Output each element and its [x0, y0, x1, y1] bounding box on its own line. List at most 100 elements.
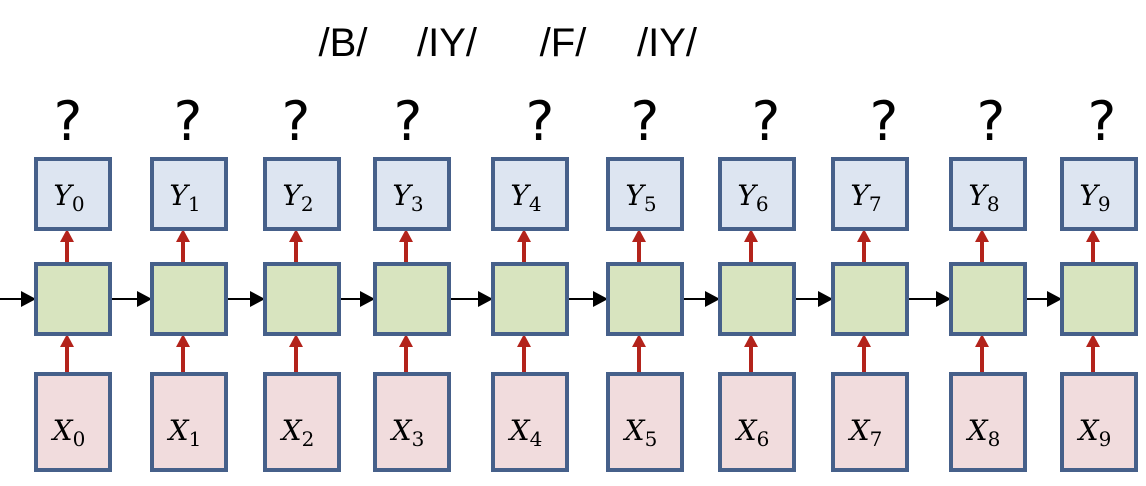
input-label: X9 — [1077, 414, 1112, 451]
phoneme-label: /F/ — [540, 21, 588, 65]
unknown-output-mark: ? — [977, 90, 1006, 153]
input-arrowhead — [399, 334, 413, 347]
hidden-box — [491, 262, 569, 336]
output-node: Y5 — [606, 157, 684, 231]
phoneme-label: /B/ — [319, 21, 369, 65]
output-box — [373, 157, 451, 231]
unknown-output-mark: ? — [631, 90, 660, 153]
output-arrowhead — [517, 229, 531, 242]
output-arrowhead — [744, 229, 758, 242]
input-arrowhead — [176, 334, 190, 347]
input-node: X0 — [34, 372, 112, 472]
unknown-output-mark: ? — [1088, 90, 1117, 153]
recurrent-arrowhead — [360, 291, 375, 307]
output-label: Y9 — [1079, 179, 1110, 216]
hidden-node — [718, 262, 796, 336]
output-label: Y0 — [53, 179, 84, 216]
input-arrowhead — [632, 334, 646, 347]
output-label: Y6 — [737, 179, 768, 216]
output-node: Y7 — [831, 157, 909, 231]
output-label: Y4 — [510, 179, 541, 216]
input-box — [949, 372, 1027, 472]
input-label: X1 — [167, 414, 202, 451]
output-arrowhead — [632, 229, 646, 242]
output-node: Y9 — [1060, 157, 1138, 231]
recurrent-arrowhead — [1047, 291, 1062, 307]
input-arrowhead — [289, 334, 303, 347]
hidden-box — [1060, 262, 1138, 336]
recurrent-arrowhead — [818, 291, 833, 307]
hidden-box — [150, 262, 228, 336]
output-node: Y0 — [34, 157, 112, 231]
unknown-output-mark: ? — [282, 90, 311, 153]
hidden-box — [718, 262, 796, 336]
input-node: X6 — [718, 372, 796, 472]
input-arrowhead — [1086, 334, 1100, 347]
hidden-box — [373, 262, 451, 336]
recurrent-arrowhead — [593, 291, 608, 307]
output-node: Y4 — [491, 157, 569, 231]
unknown-output-mark: ? — [174, 90, 203, 153]
input-box — [34, 372, 112, 472]
phoneme-label: /IY/ — [637, 21, 698, 65]
hidden-box — [949, 262, 1027, 336]
hidden-node — [1060, 262, 1138, 336]
input-node: X9 — [1060, 372, 1138, 472]
recurrent-arrowhead — [137, 291, 152, 307]
hidden-box — [831, 262, 909, 336]
input-arrowhead — [60, 334, 74, 347]
output-node: Y8 — [949, 157, 1027, 231]
recurrent-arrowhead — [21, 291, 36, 307]
hidden-node — [831, 262, 909, 336]
output-label: Y8 — [968, 179, 999, 216]
output-arrowhead — [399, 229, 413, 242]
input-label: X4 — [508, 414, 543, 451]
hidden-box — [263, 262, 341, 336]
hidden-node — [34, 262, 112, 336]
input-node: X7 — [831, 372, 909, 472]
output-node: Y2 — [263, 157, 341, 231]
output-node: Y1 — [150, 157, 228, 231]
input-arrowhead — [744, 334, 758, 347]
input-box — [1060, 372, 1138, 472]
output-box — [949, 157, 1027, 231]
output-label: Y1 — [169, 179, 200, 216]
output-arrowhead — [176, 229, 190, 242]
phoneme-label: /IY/ — [417, 21, 478, 65]
output-box — [718, 157, 796, 231]
input-label: X8 — [966, 414, 1001, 451]
output-label: Y5 — [625, 179, 656, 216]
output-box — [831, 157, 909, 231]
output-arrowhead — [60, 229, 74, 242]
input-node: X8 — [949, 372, 1027, 472]
hidden-node — [263, 262, 341, 336]
input-box — [263, 372, 341, 472]
output-label: Y7 — [850, 179, 881, 216]
output-arrowhead — [289, 229, 303, 242]
input-node: X2 — [263, 372, 341, 472]
phoneme-labels: /B//IY//F//IY/?????????? — [54, 21, 1117, 153]
output-arrowhead — [1086, 229, 1100, 242]
output-box — [606, 157, 684, 231]
output-arrowhead — [975, 229, 989, 242]
input-label: X0 — [51, 414, 86, 451]
output-node: Y6 — [718, 157, 796, 231]
recurrent-arrowhead — [705, 291, 720, 307]
recurrent-arrowhead — [478, 291, 493, 307]
unknown-output-mark: ? — [526, 90, 555, 153]
input-label: X3 — [390, 414, 425, 451]
unknown-output-mark: ? — [394, 90, 423, 153]
hidden-node — [491, 262, 569, 336]
hidden-node — [949, 262, 1027, 336]
input-node: X3 — [373, 372, 451, 472]
input-arrowhead — [857, 334, 871, 347]
input-arrowhead — [517, 334, 531, 347]
input-node: X5 — [606, 372, 684, 472]
output-box — [491, 157, 569, 231]
output-node: Y3 — [373, 157, 451, 231]
output-box — [150, 157, 228, 231]
input-box — [606, 372, 684, 472]
hidden-box — [606, 262, 684, 336]
